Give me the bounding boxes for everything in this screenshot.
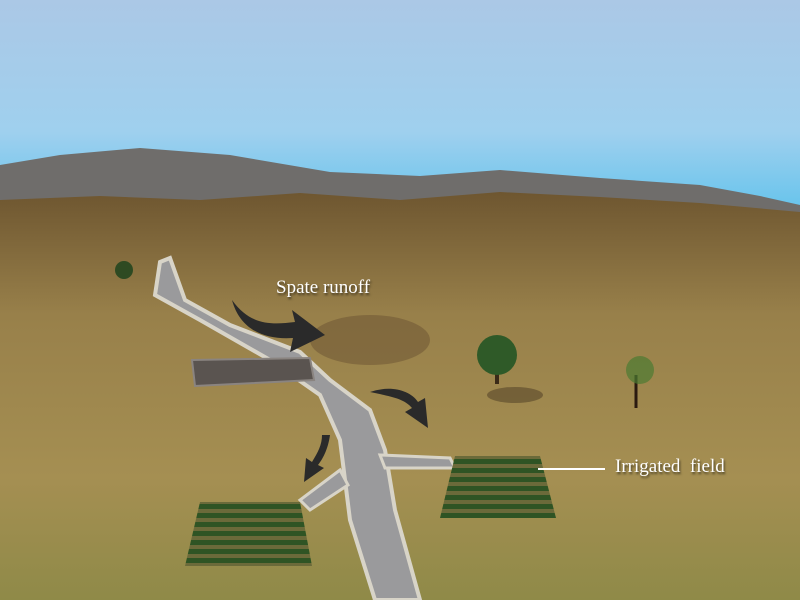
diversion-bund: [190, 356, 316, 388]
channel-branch-right: [377, 453, 458, 470]
field-left: [185, 502, 312, 566]
irrigated-field-label: Irrigated field: [615, 456, 725, 477]
water-channel: [152, 255, 423, 600]
arrow-to-left-field: [304, 435, 330, 482]
shrub: [115, 261, 133, 279]
small-tree: [626, 356, 654, 408]
spate-runoff-label: Spate runoff: [276, 277, 371, 298]
arrow-to-right-field: [370, 388, 428, 428]
tree: [477, 335, 543, 403]
arrow-spate-runoff: [232, 300, 325, 352]
channel-branch-left: [297, 467, 350, 512]
field-right: [440, 456, 556, 518]
